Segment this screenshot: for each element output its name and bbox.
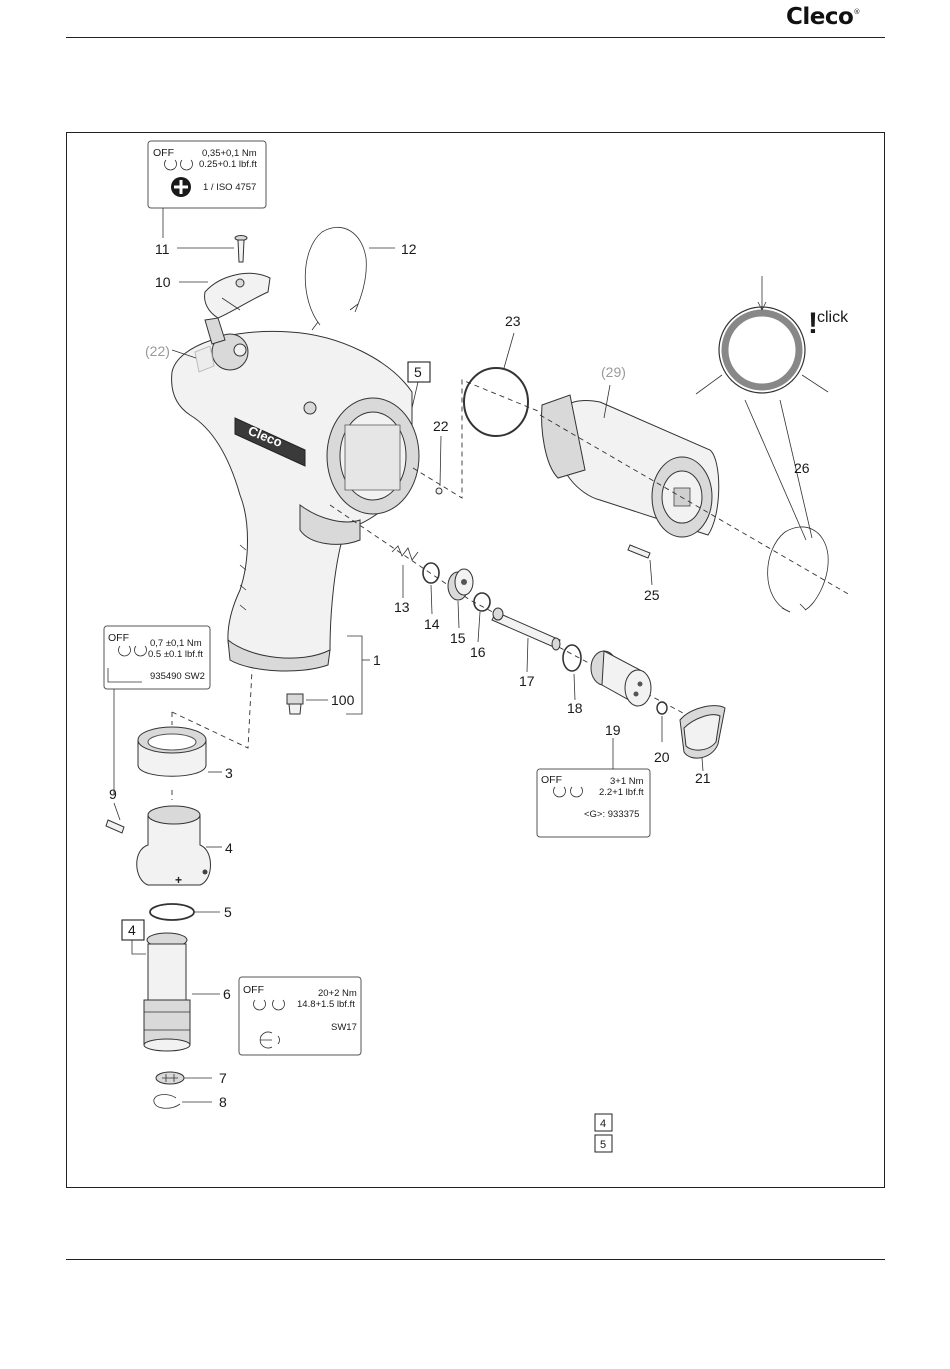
svg-text:935490 SW2: 935490 SW2 bbox=[150, 671, 205, 682]
svg-text:0.25+0.1 lbf.ft: 0.25+0.1 lbf.ft bbox=[199, 159, 257, 170]
callout-16: 16 bbox=[470, 644, 486, 660]
callout-4: 4 bbox=[225, 840, 233, 856]
callout-1: 1 bbox=[373, 652, 381, 668]
svg-text:2.2+1 lbf.ft: 2.2+1 lbf.ft bbox=[599, 787, 644, 798]
callout-6: 6 bbox=[223, 986, 231, 1002]
svg-text:5: 5 bbox=[414, 364, 422, 380]
svg-text:+: + bbox=[175, 873, 182, 887]
callout-8: 8 bbox=[219, 1094, 227, 1110]
legend-key-4: 4 bbox=[600, 1118, 606, 1130]
tool-housing: Cleco bbox=[172, 331, 419, 671]
callout-25: 25 bbox=[644, 587, 660, 603]
legend: 4 5 bbox=[595, 1114, 612, 1152]
o-ring-part-18 bbox=[563, 645, 581, 671]
retaining-ring-part-8 bbox=[154, 1095, 180, 1109]
ring-part-3 bbox=[138, 727, 206, 776]
svg-text:click: click bbox=[817, 309, 849, 326]
legend-key-5: 5 bbox=[600, 1139, 606, 1151]
callout-18: 18 bbox=[567, 700, 583, 716]
callout-22-ref: (22) bbox=[145, 343, 170, 359]
o-ring-part-20 bbox=[657, 702, 667, 714]
svg-text:SW17: SW17 bbox=[331, 1022, 357, 1033]
button-part-21 bbox=[680, 706, 725, 758]
svg-text:1 / ISO 4757: 1 / ISO 4757 bbox=[203, 182, 256, 193]
callout-15: 15 bbox=[450, 630, 466, 646]
svg-text:0,35+0,1 Nm: 0,35+0,1 Nm bbox=[202, 148, 257, 159]
plug-part-100 bbox=[287, 694, 303, 714]
callout-21: 21 bbox=[695, 770, 711, 786]
callout-22: 22 bbox=[433, 418, 449, 434]
callout-17: 17 bbox=[519, 673, 535, 689]
spec-box-handle-9: OFF 0,7 ±0,1 Nm 0.5 ±0.1 lbf.ft 935490 S… bbox=[104, 626, 210, 689]
svg-text:OFF: OFF bbox=[153, 147, 174, 159]
motor-part-29 bbox=[542, 385, 719, 537]
screw-part-11 bbox=[235, 236, 247, 263]
svg-text:14.8+1.5 lbf.ft: 14.8+1.5 lbf.ft bbox=[297, 999, 355, 1010]
svg-text:0.5 ±0.1 lbf.ft: 0.5 ±0.1 lbf.ft bbox=[148, 649, 203, 660]
callout-13: 13 bbox=[394, 599, 410, 615]
svg-text:3+1 Nm: 3+1 Nm bbox=[610, 776, 644, 787]
callout-3: 3 bbox=[225, 765, 233, 781]
callout-100: 100 bbox=[331, 692, 355, 708]
svg-text:OFF: OFF bbox=[243, 984, 264, 996]
callout-14: 14 bbox=[424, 616, 440, 632]
callout-26: 26 bbox=[794, 460, 810, 476]
callout-12: 12 bbox=[401, 241, 417, 257]
valve-part-15 bbox=[448, 569, 473, 600]
svg-text:OFF: OFF bbox=[541, 774, 562, 786]
svg-text:0,7 ±0,1 Nm: 0,7 ±0,1 Nm bbox=[150, 638, 202, 649]
spec-box-housing-6: OFF 20+2 Nm 14.8+1.5 lbf.ft SW17 bbox=[239, 977, 361, 1055]
housing-part-4: + bbox=[137, 806, 211, 887]
o-ring-part-23 bbox=[464, 368, 528, 436]
set-screw-part-9 bbox=[106, 820, 124, 833]
shaft-part-17 bbox=[492, 608, 560, 650]
o-ring-part-5 bbox=[150, 904, 194, 920]
pin-part-25 bbox=[628, 545, 650, 558]
callout-5: 5 bbox=[224, 904, 232, 920]
callout-10: 10 bbox=[155, 274, 171, 290]
clip-part-12 bbox=[305, 227, 366, 330]
callout-19: 19 bbox=[605, 722, 621, 738]
ball-part-22 bbox=[436, 488, 442, 494]
housing-part-6 bbox=[144, 933, 190, 1051]
callout-20: 20 bbox=[654, 749, 670, 765]
svg-text:OFF: OFF bbox=[108, 632, 129, 644]
svg-text:<G>: 933375: <G>: 933375 bbox=[584, 809, 639, 820]
svg-text:20+2 Nm: 20+2 Nm bbox=[318, 988, 357, 999]
svg-text:4: 4 bbox=[128, 922, 136, 938]
phillips-icon bbox=[171, 177, 191, 197]
spec-box-valve-19: OFF 3+1 Nm 2.2+1 lbf.ft <G>: 933375 bbox=[537, 769, 650, 837]
circlip-part-26 bbox=[768, 527, 829, 612]
spring-part-13 bbox=[392, 546, 418, 560]
valve-part-19 bbox=[591, 651, 651, 706]
spec-box-screw-11: OFF 0,35+0,1 Nm 0.25+0.1 lbf.ft 1 / ISO … bbox=[148, 141, 266, 208]
o-ring-part-16 bbox=[474, 593, 490, 611]
svg-text:(29): (29) bbox=[601, 364, 626, 380]
washer-part-7 bbox=[156, 1072, 184, 1084]
callout-9: 9 bbox=[109, 786, 117, 802]
callout-7: 7 bbox=[219, 1070, 227, 1086]
callout-23: 23 bbox=[505, 313, 521, 329]
callout-11: 11 bbox=[155, 241, 170, 257]
